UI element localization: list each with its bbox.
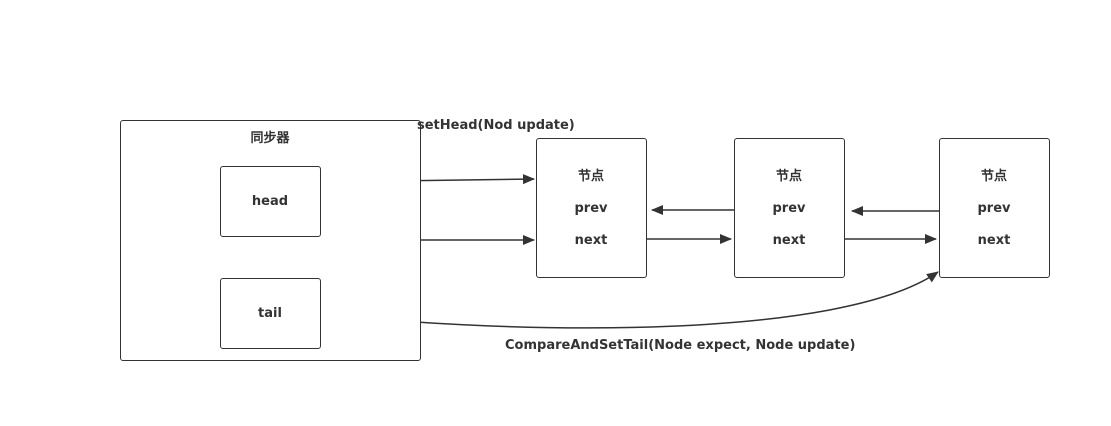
node-box-2 bbox=[734, 138, 845, 278]
node-3-prev: prev bbox=[977, 201, 1011, 216]
compare-and-set-tail-caption: CompareAndSetTail(Node expect, Node upda… bbox=[505, 338, 856, 353]
head-box bbox=[220, 166, 321, 237]
head-label: head bbox=[251, 194, 289, 209]
node-box-1 bbox=[536, 138, 647, 278]
tail-label: tail bbox=[258, 306, 282, 321]
node-1-prev: prev bbox=[574, 201, 608, 216]
synchronizer-title: 同步器 bbox=[250, 131, 290, 146]
tail-box bbox=[220, 278, 321, 349]
node-2-prev: prev bbox=[772, 201, 806, 216]
node-2-title: 节点 bbox=[775, 169, 803, 184]
node-3-next: next bbox=[977, 233, 1011, 248]
node-1-title: 节点 bbox=[577, 169, 605, 184]
set-head-caption: setHead(Nod update) bbox=[417, 118, 575, 133]
node-3-title: 节点 bbox=[980, 169, 1008, 184]
node-box-3 bbox=[939, 138, 1050, 278]
node-1-next: next bbox=[574, 233, 608, 248]
node-2-next: next bbox=[772, 233, 806, 248]
